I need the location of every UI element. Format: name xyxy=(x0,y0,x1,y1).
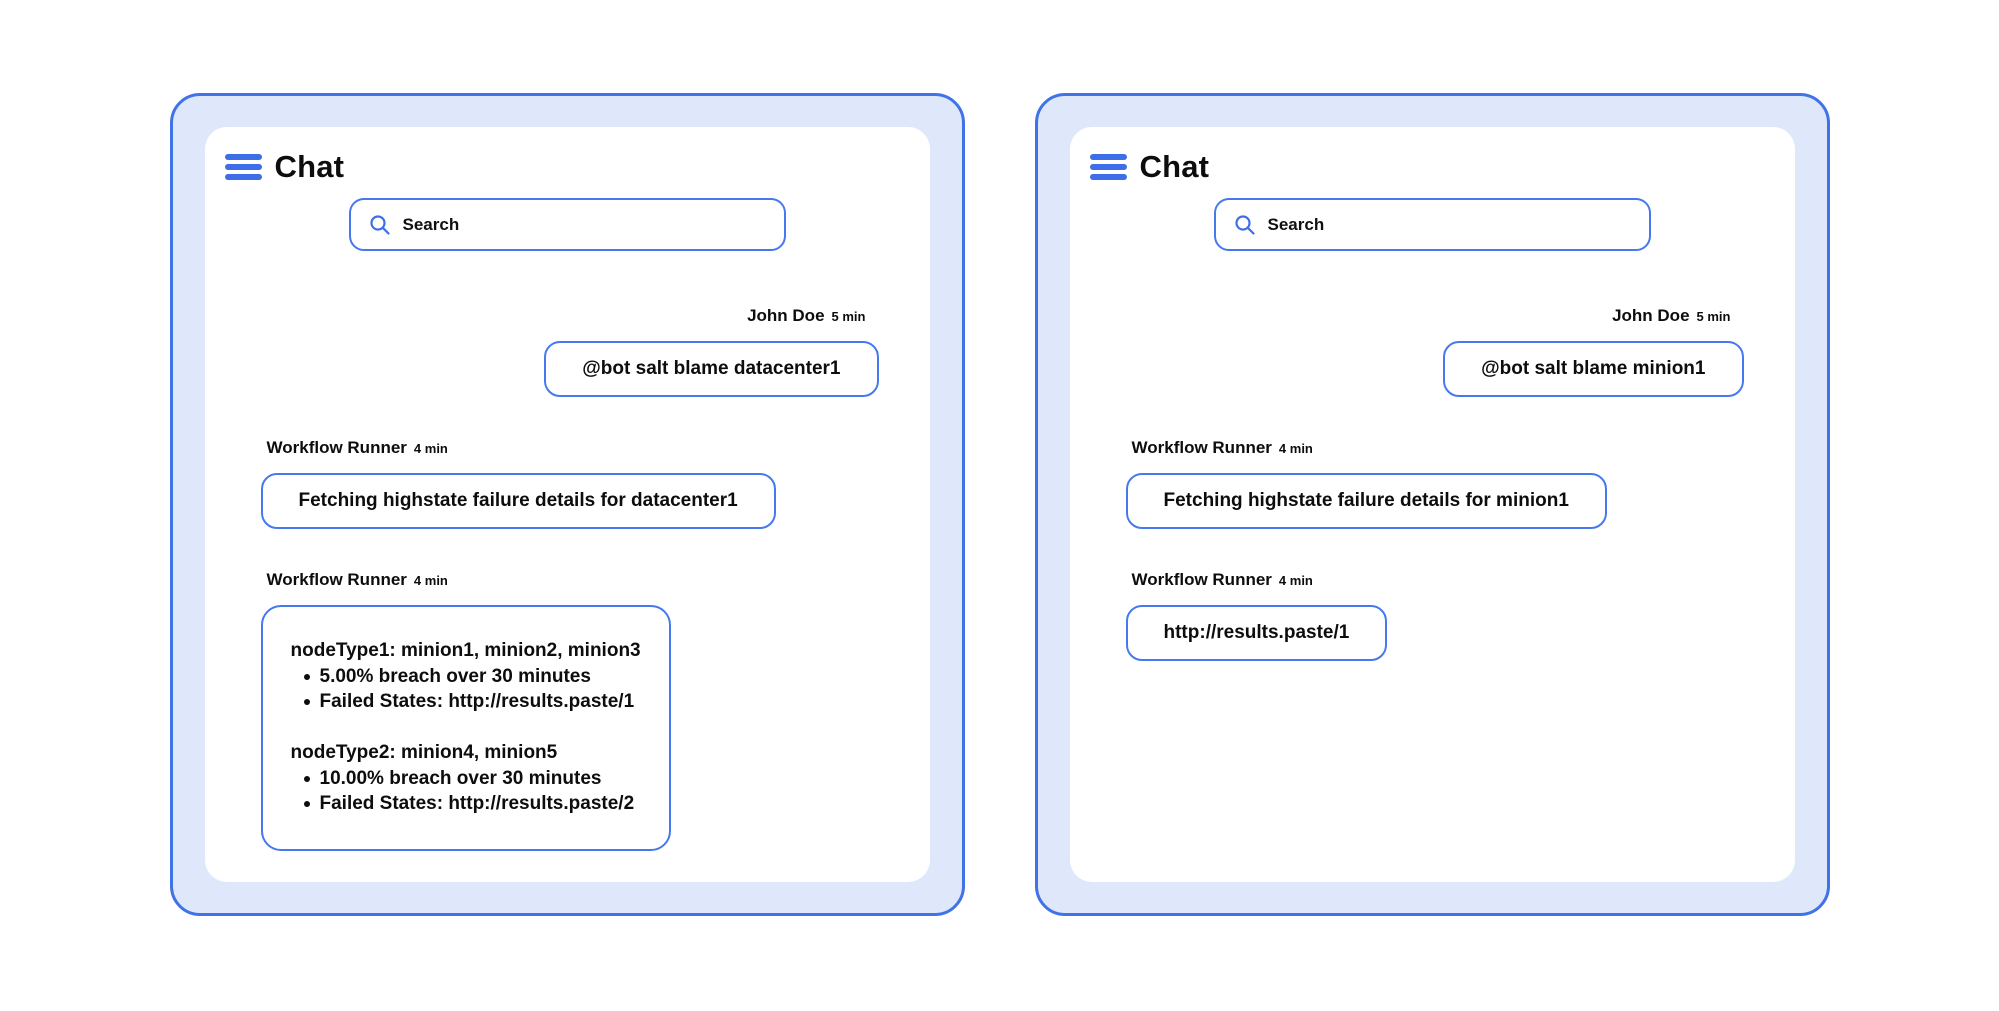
search-input[interactable]: Search xyxy=(1267,214,1325,234)
search-icon xyxy=(369,214,390,235)
chat-card: Chat Search John Doe 5 min @bot salt blame… xyxy=(1069,127,1795,882)
message-bubble: @bot salt blame datacenter1 xyxy=(544,341,879,397)
chat-header: Chat xyxy=(1088,147,1777,185)
message-bubble: Fetching highstate failure details for m… xyxy=(1125,473,1607,529)
message-bubble: Fetching highstate failure details for d… xyxy=(260,473,776,529)
author-name: Workflow Runner xyxy=(1131,438,1272,457)
bullet-item: Failed States: http://results.paste/1 xyxy=(291,689,641,714)
section-heading: nodeType1: minion1, minion2, minion3 xyxy=(290,640,641,661)
message-meta: Workflow Runner 4 min xyxy=(261,438,448,458)
menu-icon[interactable] xyxy=(224,152,262,182)
page-title: Chat xyxy=(274,149,345,184)
message-meta: John Doe 5 min xyxy=(747,306,878,326)
chat-header: Chat xyxy=(223,147,912,185)
timestamp: 4 min xyxy=(1278,441,1313,456)
search-icon xyxy=(1234,214,1255,235)
chat-card: Chat Search John Doe 5 min @bot salt blame… xyxy=(204,127,930,882)
message-bubble: nodeType1: minion1, minion2, minion3 5.00… xyxy=(260,605,671,851)
bubble-section: nodeType2: minion4, minion5 10.00% breach… xyxy=(291,740,641,816)
search-box[interactable]: Search xyxy=(348,198,786,251)
timestamp: 4 min xyxy=(413,573,448,588)
author-name: Workflow Runner xyxy=(266,438,407,457)
chat-message: Workflow Runner 4 min http://results.paste… xyxy=(1125,570,1744,661)
bullet-item: Failed States: http://results.paste/2 xyxy=(291,791,641,816)
bullet-item: 10.00% breach over 30 minutes xyxy=(291,766,641,791)
page-title: Chat xyxy=(1139,149,1210,184)
bullet-item: 5.00% breach over 30 minutes xyxy=(291,664,641,689)
message-meta: John Doe 5 min xyxy=(1612,306,1743,326)
bubble-text: http://results.paste/1 xyxy=(1163,622,1350,643)
chat-message: John Doe 5 min @bot salt blame minion1 xyxy=(1126,306,1744,397)
author-name: Workflow Runner xyxy=(266,570,407,589)
chat-message: Workflow Runner 4 min nodeType1: minion1, … xyxy=(260,570,879,851)
bubble-text: Fetching highstate failure details for m… xyxy=(1163,490,1569,511)
search-box[interactable]: Search xyxy=(1213,198,1651,251)
search-input[interactable]: Search xyxy=(402,214,460,234)
bubble-section: nodeType1: minion1, minion2, minion3 5.00… xyxy=(291,638,641,714)
bubble-text: @bot salt blame minion1 xyxy=(1481,358,1706,379)
message-meta: Workflow Runner 4 min xyxy=(1126,570,1313,590)
result-link-bubble[interactable]: http://results.paste/1 xyxy=(1125,605,1388,661)
message-list: John Doe 5 min @bot salt blame datacenter1… xyxy=(223,251,912,851)
bubble-text: Fetching highstate failure details for d… xyxy=(298,490,738,511)
menu-icon[interactable] xyxy=(1089,152,1127,182)
author-name: John Doe xyxy=(1612,306,1690,325)
author-name: John Doe xyxy=(747,306,825,325)
chat-message: John Doe 5 min @bot salt blame datacenter1 xyxy=(261,306,879,397)
timestamp: 4 min xyxy=(1278,573,1313,588)
chat-panel: Chat Search John Doe 5 min @bot salt blame… xyxy=(1034,93,1830,916)
section-heading: nodeType2: minion4, minion5 xyxy=(290,742,558,763)
timestamp: 4 min xyxy=(413,441,448,456)
timestamp: 5 min xyxy=(1696,309,1731,324)
message-meta: Workflow Runner 4 min xyxy=(1126,438,1313,458)
author-name: Workflow Runner xyxy=(1131,570,1272,589)
bubble-text: @bot salt blame datacenter1 xyxy=(582,358,841,379)
timestamp: 5 min xyxy=(831,309,866,324)
message-meta: Workflow Runner 4 min xyxy=(261,570,448,590)
message-bubble: @bot salt blame minion1 xyxy=(1443,341,1744,397)
chat-panel: Chat Search John Doe 5 min @bot salt blame… xyxy=(169,93,965,916)
